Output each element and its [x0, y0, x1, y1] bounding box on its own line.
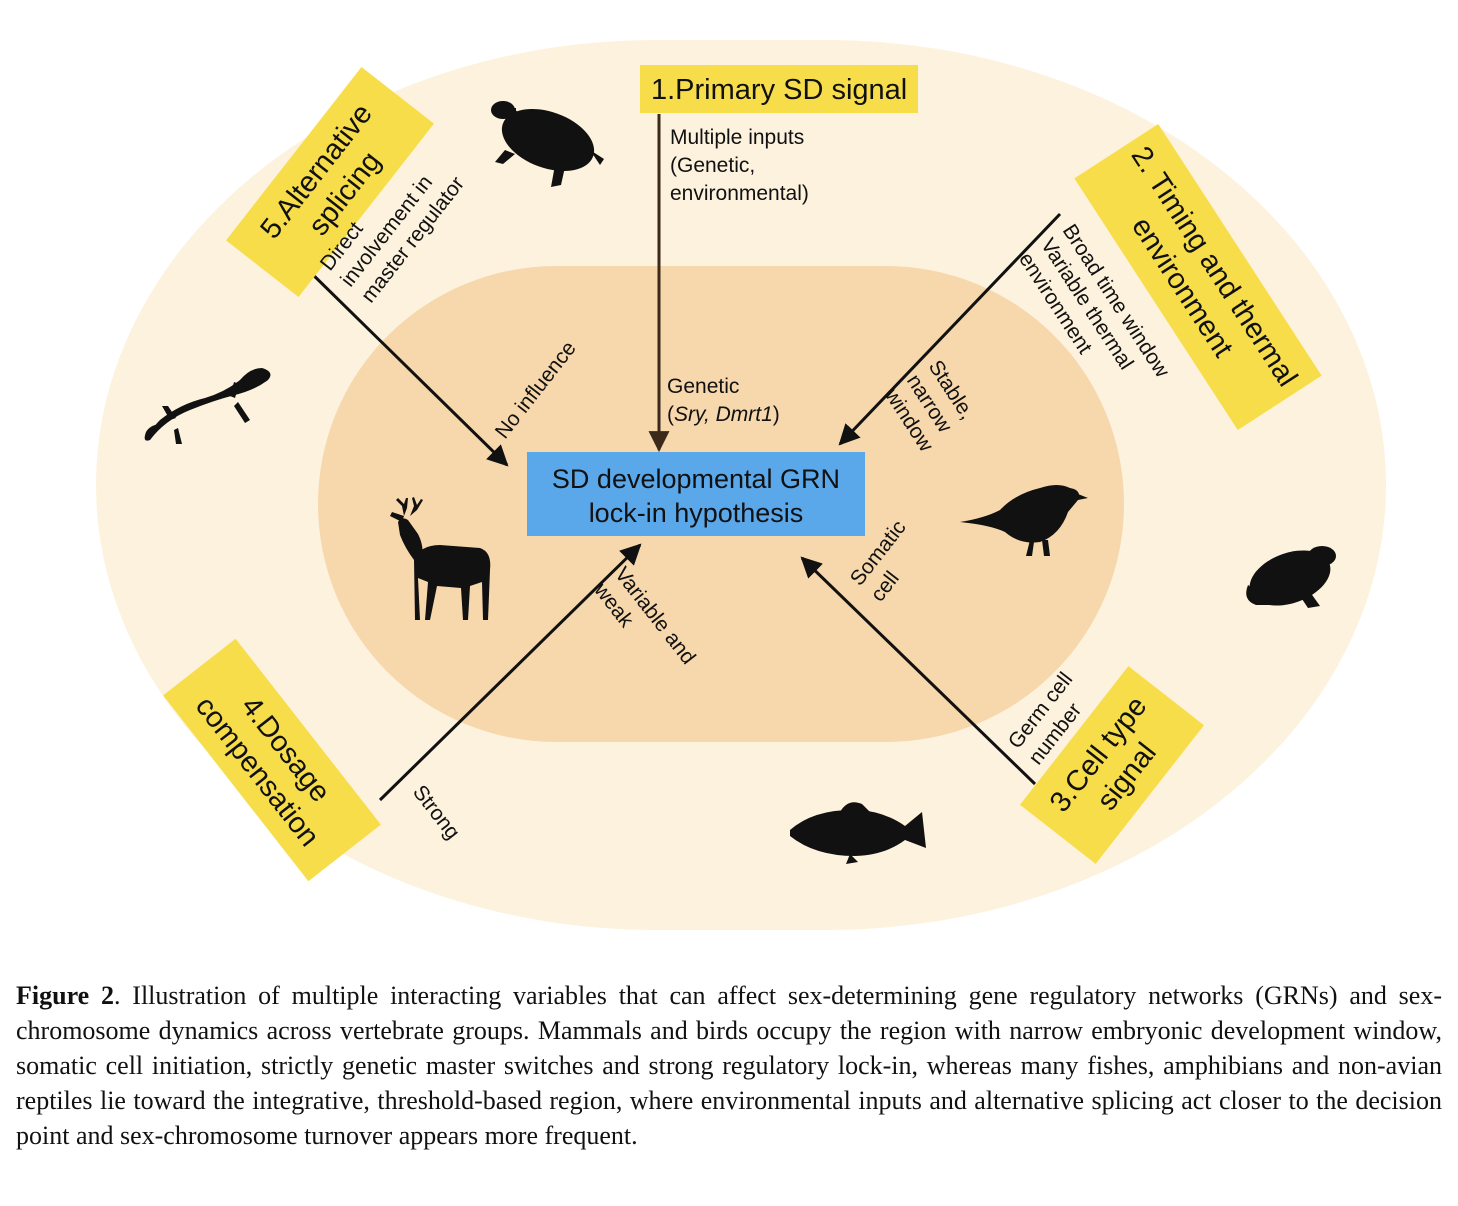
deer-icon	[390, 497, 491, 620]
primary-inner-line1: Genetic	[667, 375, 739, 398]
caption-text: . Illustration of multiple interacting v…	[16, 981, 1442, 1150]
cell-arrow	[800, 556, 1037, 786]
primary-outer-label: Multiple inputs (Genetic, environmental)	[670, 126, 809, 205]
dosage-box: 4.Dosage compensation	[163, 638, 381, 882]
center-box: SD developmental GRN lock-in hypothesis	[527, 452, 865, 536]
primary-outer-line3: environmental)	[670, 182, 809, 205]
turtle-icon	[491, 101, 604, 187]
figure-caption: Figure 2. Illustration of multiple inter…	[16, 978, 1442, 1153]
primary-inner-label: Genetic (Sry, Dmrt1)	[667, 375, 780, 426]
cell-type-box: 3.Cell type signal	[1019, 666, 1205, 864]
center-title-line2: lock-in hypothesis	[589, 498, 804, 528]
primary-signal-title: 1.Primary SD signal	[651, 74, 907, 106]
lizard-icon	[144, 368, 271, 444]
center-title-line1: SD developmental GRN	[552, 464, 840, 494]
bird-icon	[960, 485, 1088, 556]
fish-icon	[790, 802, 926, 864]
primary-inner-line2: (Sry, Dmrt1)	[667, 403, 780, 426]
frog-icon	[1246, 546, 1336, 608]
sd-grn-diagram: SD developmental GRN lock-in hypothesis …	[96, 40, 1386, 930]
caption-label: Figure 2	[16, 981, 114, 1010]
primary-outer-line1: Multiple inputs	[670, 126, 804, 149]
timing-arrow	[838, 212, 1062, 446]
dosage-arrow	[378, 543, 642, 802]
splicing-arrow	[300, 262, 509, 467]
primary-outer-line2: (Genetic,	[670, 154, 755, 177]
primary-signal-box: 1.Primary SD signal	[640, 65, 918, 113]
